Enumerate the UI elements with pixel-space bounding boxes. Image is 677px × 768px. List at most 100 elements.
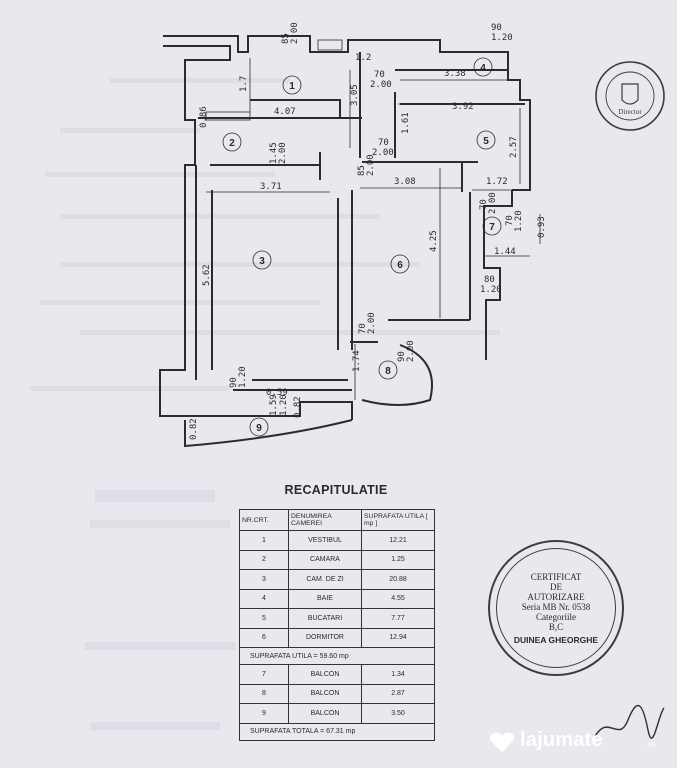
dim-label: 70 [358, 323, 368, 334]
dim-label: 90 [229, 377, 239, 388]
svg-text:7: 7 [489, 222, 495, 233]
authorization-stamp: CERTIFICAT DE AUTORIZARE Seria MB Nr. 05… [488, 540, 624, 676]
room-label-9: 9 [249, 417, 269, 437]
dim-label: 1.44 [494, 247, 516, 257]
useful-total: SUPRAFATA UTILA = 59.60 mp [239, 647, 435, 665]
stamp-text: CERTIFICAT DE AUTORIZARE Seria MB Nr. 05… [490, 572, 622, 645]
grand-total-row: SUPRAFATA TOTALA = 67.31 mp [239, 722, 435, 741]
dim-label: 0.82 [189, 418, 199, 440]
dim-label: 2.00 [367, 312, 377, 334]
cell-nr: 1 [239, 530, 289, 551]
grand-total: SUPRAFATA TOTALA = 67.31 mp [239, 722, 435, 741]
dim-label: 0.86 [199, 106, 209, 128]
cell-area: 12.21 [361, 530, 435, 551]
dim-label: 85 [357, 165, 367, 176]
cell-name: VESTIBUL [288, 530, 362, 551]
room-label-3: 3 [252, 250, 272, 270]
svg-text:9: 9 [256, 423, 262, 434]
cell-name: BALCON [288, 683, 362, 704]
dim-label: 2.00 [290, 22, 300, 44]
dim-label: 1.20 [514, 210, 524, 232]
dim-label: 2.00 [488, 192, 498, 214]
svg-text:2: 2 [229, 138, 235, 149]
svg-text:Director: Director [618, 108, 642, 116]
dim-label: 80 [484, 275, 495, 285]
dim-label: 1.61 [401, 112, 411, 134]
dim-label: 1.74 [352, 350, 362, 372]
svg-text:3: 3 [259, 256, 265, 267]
dim-label: 0.82 [293, 396, 303, 418]
dim-label: 0.59 [266, 388, 288, 398]
cell-area: 1.25 [361, 549, 435, 570]
room-labels: 1 2 3 4 5 6 7 8 9 [222, 57, 502, 437]
cell-name: BAIE [288, 588, 362, 609]
cell-area: 1.34 [361, 664, 435, 685]
cell-area: 3.50 [361, 703, 435, 724]
room-label-1: 1 [282, 75, 302, 95]
dim-label: 3.92 [452, 102, 474, 112]
stamp-line: AUTORIZARE [527, 592, 585, 602]
cell-nr: 2 [239, 549, 289, 570]
cell-nr: 6 [239, 627, 289, 648]
cell-nr: 9 [239, 703, 289, 724]
stamp-line: B,C [548, 622, 564, 632]
dim-label: 85 [281, 33, 291, 44]
dim-label: 1.72 [486, 177, 508, 187]
room-label-8: 8 [378, 360, 398, 380]
cell-nr: 4 [239, 588, 289, 609]
dim-label: 1.45 [269, 142, 279, 164]
dim-label: 1.20 [238, 366, 248, 388]
dim-label: 3.71 [260, 182, 282, 192]
recap-title: RECAPITULATIE [284, 483, 388, 497]
dim-label: 3.08 [394, 177, 416, 187]
dim-label: 5.62 [202, 264, 212, 286]
dim-label: 2.00 [372, 148, 394, 158]
dim-label: 2.00 [278, 142, 288, 164]
cell-name: BUCATARI [288, 608, 362, 629]
dim-label: 1.7 [239, 76, 249, 92]
recap-table: NR.CRT. DENUMIREA CAMEREI SUPRAFATA UTIL… [239, 509, 435, 741]
stamp-inner-ring [496, 548, 616, 668]
svg-text:4: 4 [480, 63, 486, 74]
svg-text:8: 8 [385, 366, 391, 377]
useful-total-row: SUPRAFATA UTILA = 59.60 mp [239, 647, 435, 665]
heart-logo-icon [490, 732, 514, 752]
watermark-tld: .ro [646, 740, 656, 749]
stamp-line: DE [550, 582, 562, 592]
header-nr: NR.CRT. [239, 509, 289, 531]
recap-header-row: NR.CRT. DENUMIREA CAMEREI SUPRAFATA UTIL… [239, 509, 435, 531]
cell-area: 7.77 [361, 608, 435, 629]
cell-nr: 3 [239, 569, 289, 590]
room-label-6: 6 [390, 254, 410, 274]
dimension-lines [200, 58, 541, 400]
dim-label: 70 [479, 199, 489, 210]
dim-label: 3.38 [444, 69, 466, 79]
balcony-8-outline [361, 344, 433, 406]
cell-name: CAM. DE ZI [288, 569, 362, 590]
dim-label: 70 [374, 70, 385, 80]
dim-label: 1.20 [279, 394, 289, 416]
room-label-2: 2 [222, 132, 242, 152]
dim-label: 1.2 [355, 53, 371, 63]
dim-label: 70 [505, 215, 515, 226]
cell-nr: 8 [239, 683, 289, 704]
cell-area: 20.88 [361, 569, 435, 590]
coat-of-arms-icon [621, 83, 639, 105]
room-label-4: 4 [473, 57, 493, 77]
cell-nr: 7 [239, 664, 289, 685]
cell-name: BALCON [288, 664, 362, 685]
background-bleed-text [30, 78, 500, 730]
dim-label: 90 [491, 23, 502, 33]
balcony-9-outline [184, 419, 353, 448]
stamp-line: CERTIFICAT [530, 572, 582, 582]
cell-area: 4.55 [361, 588, 435, 609]
dim-label: 1.20 [480, 285, 502, 295]
svg-text:5: 5 [483, 136, 489, 147]
